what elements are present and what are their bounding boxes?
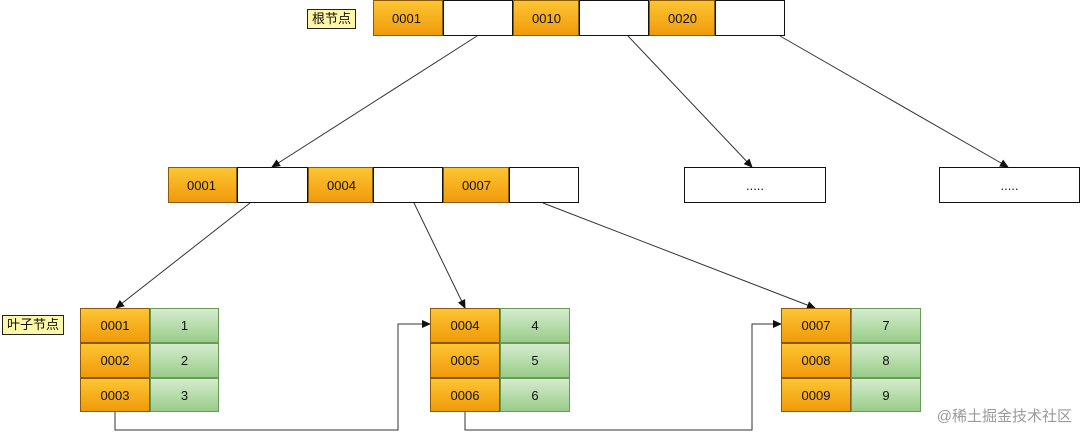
leaf-3-key-2: 0008 (781, 343, 851, 378)
root-pointer-3 (715, 0, 785, 36)
internal-key-1: 0001 (168, 167, 237, 203)
watermark: @稀土掘金技术社区 (936, 408, 1072, 425)
leaf-1-key-1: 0001 (80, 308, 150, 343)
leaf-2-value-1: 4 (500, 308, 570, 343)
leaf-2-value-3: 6 (500, 378, 570, 412)
edge-root-to-placeholder-1 (627, 35, 753, 168)
leaf-3-value-1: 7 (851, 308, 921, 343)
leaf-1-value-1: 1 (150, 308, 219, 343)
leaf-1-key-2: 0002 (80, 343, 150, 378)
leaf-2-value-2: 5 (500, 343, 570, 378)
root-key-1: 0001 (373, 0, 443, 36)
leaf-3-key-3: 0009 (781, 378, 851, 412)
leaf-link-2-to-3 (464, 320, 782, 431)
leaf-node-label: 叶子节点 (2, 315, 65, 335)
root-pointer-1 (443, 0, 513, 36)
leaf-2-key-3: 0006 (430, 378, 500, 412)
root-key-3: 0020 (649, 0, 715, 36)
leaf-link-1-to-2 (114, 320, 431, 431)
edge-root-to-internal (271, 35, 478, 168)
leaf-3-value-2: 8 (851, 343, 921, 378)
root-pointer-2 (579, 0, 649, 36)
edge-internal-to-leaf-2 (413, 202, 466, 309)
internal-pointer-3 (509, 167, 579, 203)
leaf-1-value-2: 2 (150, 343, 219, 378)
leaf-1-key-3: 0003 (80, 378, 150, 412)
internal-key-3: 0007 (443, 167, 509, 203)
leaf-3-key-1: 0007 (781, 308, 851, 343)
root-node-label: 根节点 (307, 9, 357, 29)
edge-internal-to-leaf-1 (115, 202, 251, 309)
placeholder-node-2: ..... (939, 167, 1080, 203)
edge-internal-to-leaf-3 (542, 202, 816, 309)
internal-pointer-1 (237, 167, 308, 203)
leaf-3-value-3: 9 (851, 378, 921, 412)
internal-pointer-2 (373, 167, 443, 203)
leaf-2-key-1: 0004 (430, 308, 500, 343)
internal-key-2: 0004 (308, 167, 373, 203)
placeholder-node-1: ..... (684, 167, 826, 203)
leaf-1-value-3: 3 (150, 378, 219, 412)
root-key-2: 0010 (513, 0, 579, 36)
edge-root-to-placeholder-2 (779, 35, 1009, 168)
leaf-2-key-2: 0005 (430, 343, 500, 378)
